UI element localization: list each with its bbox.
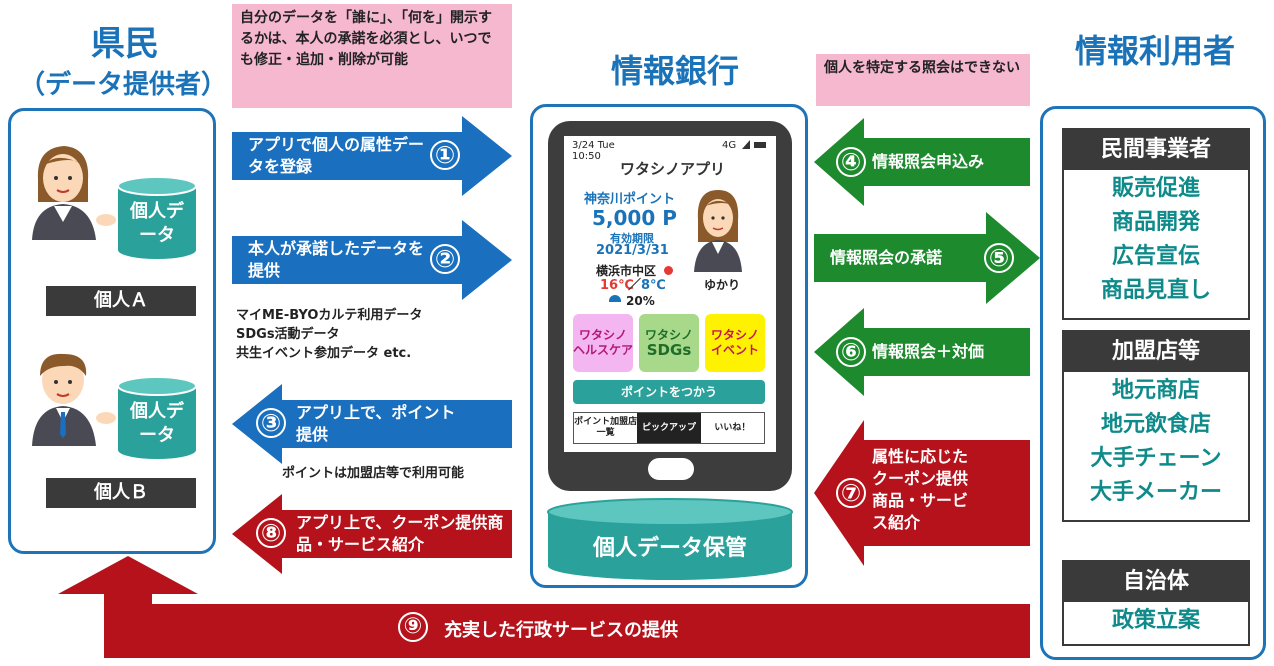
tile-sdgs-line2: SDGs [646,341,692,359]
arrow-4-number: ④ [836,147,866,177]
point-balance: 5,000 P [592,206,677,230]
temp-high: 16℃ [600,278,634,293]
phone-screen [564,136,776,452]
person-b-label: 個人Ｂ [46,478,196,508]
avatar-name: ゆかり [704,278,741,292]
arrow-3-number: ③ [256,408,286,438]
arrow-8-text: アプリ上で、クーポン提供商品・サービス紹介 [296,513,504,554]
umbrella-icon [609,295,621,302]
arrow-3-text: アプリ上で、ポイント提供 [296,403,456,444]
arrow-6-text: 情報照会＋対価 [872,342,985,361]
home-button [648,458,694,480]
point-name: 神奈川ポイント [584,192,676,207]
arrow-5: 情報照会の承諾 ⑤ [814,212,1040,304]
member-stores-item: 地元商店 [1111,378,1200,403]
arrow-8: ⑧ アプリ上で、クーポン提供商品・サービス紹介 [232,494,512,574]
arrow-1: アプリで個人の属性データを登録 ① [232,116,512,196]
private-business-title: 民間事業者 [1064,130,1248,170]
data-examples: マイME-BYOカルテ利用データ SDGs活動データ 共生イベント参加データ e… [236,308,423,361]
arrow-7-number: ⑦ [836,478,866,508]
status-signal: 4G [722,140,737,151]
arrow-4-text: 情報照会申込み [872,152,985,171]
arrow-8-number: ⑧ [256,518,286,548]
person-a-label: 個人Ａ [46,286,196,316]
arrow-2: 本人が承諾したデータを提供 ② [232,220,512,300]
tab-pickup[interactable]: ピックアップ [637,413,701,443]
weather-location: 横浜市中区 [596,264,657,278]
arrow-1-number: ① [430,140,460,170]
tab-member-stores[interactable]: ポイント加盟店一覧 [574,413,638,443]
arrow-6-number: ⑥ [836,337,866,367]
member-stores-item: 地元飲食店 [1100,412,1211,437]
use-points-button[interactable]: ポイントをつかう [573,380,765,404]
citizens-title: 県民 [91,24,159,64]
private-business-item: 商品見直し [1100,278,1211,303]
arrow-7: ⑦ 属性に応じたクーポン提供商品・サービス紹介 [814,420,1030,566]
tile-healthcare[interactable]: ワタシノ ヘルスケア [573,314,633,372]
person-b-icon [32,353,116,446]
status-date: 3/24 Tue [572,140,615,151]
bank-title: 情報銀行 [610,52,739,90]
tile-healthcare-line1: ワタシノ [578,328,627,342]
no-identify-note: 個人を特定する照会はできない [816,54,1030,106]
tab-like[interactable]: いいね！ [700,413,764,443]
private-business-item: 広告宣伝 [1111,244,1200,269]
arrow-9 [58,556,1030,658]
municipality-item: 政策立案 [1111,608,1200,633]
temp-low: 8℃ [641,278,666,293]
municipality-box: 自治体 政策立案 [1062,560,1250,646]
member-stores-item: 大手チェーン [1090,446,1222,471]
citizens-subtitle: （データ提供者） [18,70,227,100]
battery-icon [754,142,766,148]
member-stores-box: 加盟店等 地元商店 地元飲食店 大手チェーン 大手メーカー [1062,330,1250,522]
arrow-7-text: 属性に応じたクーポン提供商品・サービス紹介 [872,447,969,532]
tile-sdgs-line1: ワタシノ [644,328,693,342]
arrow-4: ④ 情報照会申込み [814,118,1030,206]
private-business-item: 販売促進 [1111,176,1200,201]
phone-tabbar: ポイント加盟店一覧 ピックアップ いいね！ [573,412,765,444]
person-b-data-cylinder [117,376,197,459]
private-business-item: 商品開発 [1111,210,1200,235]
arrow-6: ⑥ 情報照会＋対価 [814,308,1030,396]
rain-chance: 20% [626,294,655,308]
tile-sdgs[interactable]: ワタシノ SDGs [639,314,699,372]
arrow-9-number: ⑨ [398,612,428,642]
signal-icon [742,140,750,149]
arrow-5-text: 情報照会の承諾 [830,248,943,267]
expiry-date: 2021/3/31 [596,243,669,258]
point-note: ポイントは加盟店等で利用可能 [282,466,465,481]
tile-event-line2: イベント [710,343,759,357]
tile-healthcare-line2: ヘルスケア [573,343,634,357]
person-b-data-label: 個人データ [130,401,184,446]
consent-note: 自分のデータを「誰に」、「何を」開示するかは、本人の承諾を必須とし、いつでも修正… [232,4,512,108]
person-a-icon [32,146,116,240]
arrow-2-number: ② [430,244,460,274]
app-title: ワタシノアプリ [620,160,726,178]
person-a-data-cylinder [117,176,197,259]
tile-event-line1: ワタシノ [710,328,759,342]
person-a-data-label: 個人データ [130,201,184,246]
private-business-box: 民間事業者 販売促進 商品開発 広告宣伝 商品見直し [1062,128,1250,320]
status-time: 10:50 [572,151,601,162]
municipality-title: 自治体 [1064,562,1248,602]
temp-separator: ／ [628,278,642,293]
arrow-5-number: ⑤ [984,243,1014,273]
arrow-2-text: 本人が承諾したデータを提供 [248,239,425,280]
expiry-label: 有効期限 [610,232,654,245]
tile-event[interactable]: ワタシノ イベント [705,314,765,372]
users-title: 情報利用者 [1074,32,1235,70]
arrow-9-text: 充実した行政サービスの提供 [444,620,678,641]
arrow-1-text: アプリで個人の属性データを登録 [248,135,425,176]
member-stores-title: 加盟店等 [1064,332,1248,372]
storage-label: 個人データ保管 [592,536,747,561]
avatar-icon [694,190,742,272]
sun-icon [664,266,673,275]
member-stores-item: 大手メーカー [1089,480,1222,505]
arrow-3: ③ アプリ上で、ポイント提供 [232,384,512,464]
storage-cylinder [547,498,793,580]
